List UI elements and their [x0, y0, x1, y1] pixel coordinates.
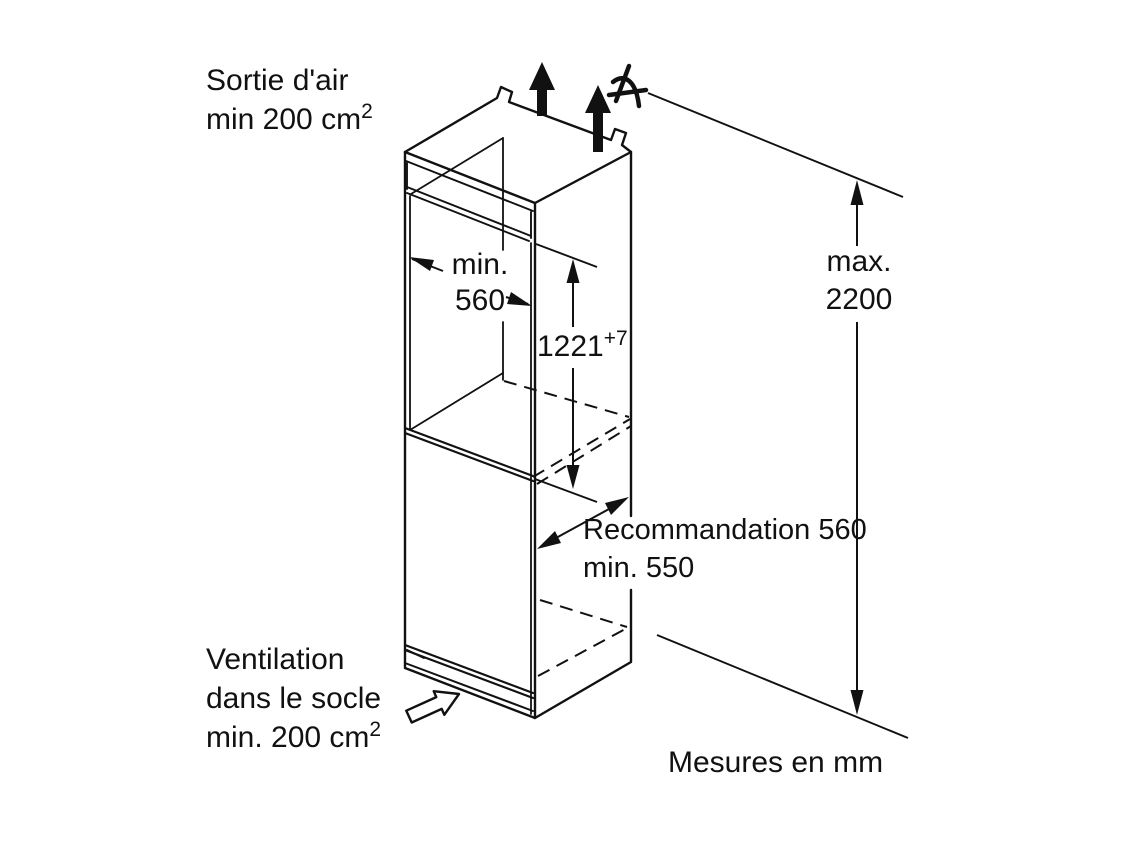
niche-depth-dimension-label: Recommandation 560 min. 550	[583, 511, 867, 587]
no-exhaust-icon	[606, 63, 649, 109]
niche-height-dimension-label: 1221+7	[537, 327, 628, 366]
total-height-max: max.	[826, 245, 892, 278]
base-vent-label-line1: Ventilation	[206, 643, 345, 676]
niche-depth-recommended: Recommandation 560	[583, 514, 867, 546]
air-outlet-label: Sortie d'air min 200 cm2	[206, 61, 373, 139]
airflow-up-arrows-icon	[529, 62, 611, 152]
dimension-depth-560	[537, 497, 629, 549]
niche-height-tolerance: +7	[603, 327, 628, 350]
niche-depth-min: min. 550	[583, 552, 695, 584]
air-outlet-label-sup: 2	[361, 100, 373, 123]
base-vent-label-sup: 2	[369, 718, 382, 741]
dimension-1221	[534, 243, 598, 503]
base-vent-label-line2: dans le socle	[206, 682, 382, 715]
air-outlet-label-line2: min 200 cm	[206, 103, 362, 136]
total-height-dimension-label: max. 2200	[806, 243, 912, 319]
niche-height-value: 1221	[537, 330, 604, 363]
air-outlet-label-line1: Sortie d'air	[206, 64, 349, 97]
cabinet-outline	[403, 85, 633, 720]
top-vent-opening	[405, 160, 534, 242]
dimension-min-560	[409, 257, 532, 306]
niche-interior	[409, 137, 532, 715]
niche-width-dimension-label: min. 560	[436, 247, 524, 319]
dimension-max-2200	[647, 92, 909, 739]
base-airflow-arrow-icon	[405, 690, 461, 724]
total-height-value: 2200	[825, 283, 893, 316]
base-vent-label-line3: min. 200 cm	[206, 721, 370, 754]
units-note: Mesures en mm	[668, 746, 884, 779]
hidden-edges	[503, 380, 632, 677]
niche-width-min: min.	[451, 248, 509, 281]
plinth	[404, 649, 534, 712]
niche-width-value: 560	[454, 284, 506, 317]
appliance-door	[403, 426, 535, 700]
base-vent-label: Ventilation dans le socle min. 200 cm2	[206, 640, 381, 757]
